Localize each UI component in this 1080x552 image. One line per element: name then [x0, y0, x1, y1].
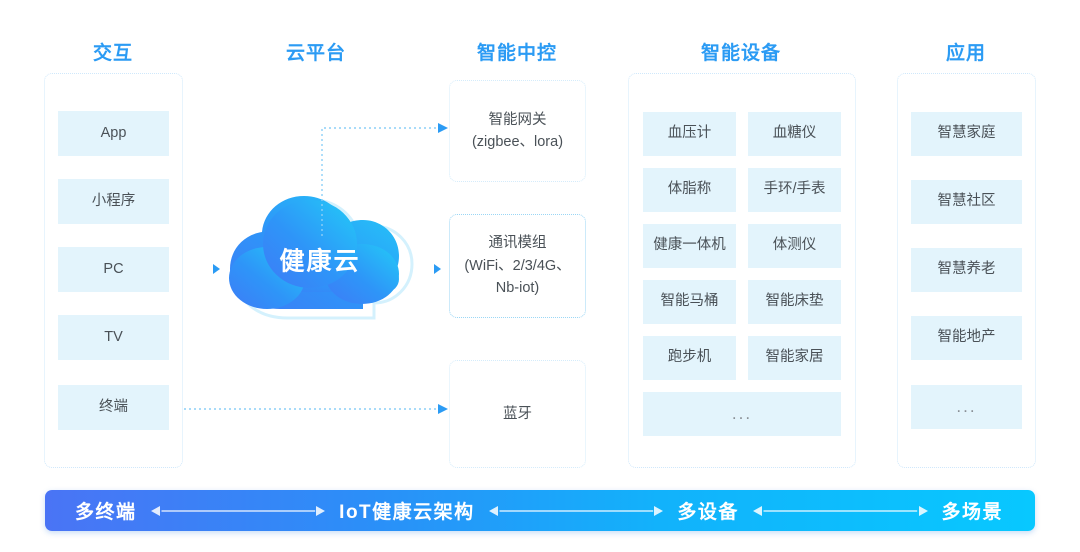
list-item[interactable]: 体测仪 [748, 224, 841, 268]
control-box-bluetooth[interactable]: 蓝牙 [449, 360, 586, 468]
list-item[interactable]: 健康一体机 [643, 224, 736, 268]
bar-label-multi-device: 多设备 [677, 502, 739, 523]
cloud-shape-icon [229, 196, 414, 320]
list-item[interactable]: App [58, 111, 169, 156]
bar-label-multi-scenario: 多场景 [941, 502, 1004, 523]
connector-cloud-to-gateway [320, 118, 450, 238]
list-item[interactable]: 智能马桶 [643, 280, 736, 324]
bar-label-iot-architecture: IoT健康云架构 [339, 502, 475, 523]
list-item[interactable]: 跑步机 [643, 336, 736, 380]
column-header-interaction: 交互 [92, 43, 134, 64]
list-item[interactable]: 小程序 [58, 179, 169, 224]
bar-arrow-2-icon [488, 504, 664, 518]
list-item[interactable]: 智慧社区 [911, 180, 1022, 224]
control-box-gateway-text: 智能网关 (zigbee、lora) [471, 111, 564, 150]
connector-terminal-to-bluetooth [184, 402, 450, 414]
list-item[interactable]: 智能地产 [911, 316, 1022, 360]
list-item[interactable]: 终端 [58, 385, 169, 430]
column-header-cloud-platform: 云平台 [285, 43, 347, 64]
column-header-applications: 应用 [945, 43, 987, 64]
bottom-summary-bar: 多终端 IoT健康云架构 多设备 [45, 490, 1035, 531]
list-item-more[interactable]: ... [911, 385, 1022, 429]
column-header-smart-devices: 智能设备 [700, 43, 782, 64]
bar-arrow-1-icon [150, 504, 326, 518]
list-item[interactable]: 智能床垫 [748, 280, 841, 324]
arrow-into-cloud-icon [213, 264, 220, 274]
control-box-comm-module[interactable]: 通讯模组 (WiFi、2/3/4G、 Nb-iot) [449, 214, 586, 318]
control-box-gateway[interactable]: 智能网关 (zigbee、lora) [449, 80, 586, 182]
list-item[interactable]: 血糖仪 [748, 112, 841, 156]
control-box-comm-module-text: 通讯模组 (WiFi、2/3/4G、 Nb-iot) [464, 235, 571, 297]
list-item[interactable]: 智慧家庭 [911, 112, 1022, 156]
control-box-bluetooth-text: 蓝牙 [503, 405, 532, 422]
list-item[interactable]: 智慧养老 [911, 248, 1022, 292]
bar-arrow-3-icon [752, 504, 928, 518]
list-item-more[interactable]: ... [643, 392, 841, 436]
list-item[interactable]: TV [58, 315, 169, 360]
arrow-cloud-to-module-icon [434, 264, 441, 274]
bar-label-multi-terminal: 多终端 [75, 502, 137, 523]
list-item[interactable]: 智能家居 [748, 336, 841, 380]
list-item[interactable]: 手环/手表 [748, 168, 841, 212]
column-header-smart-control: 智能中控 [476, 43, 558, 64]
list-item[interactable]: 体脂称 [643, 168, 736, 212]
list-item[interactable]: PC [58, 247, 169, 292]
list-item[interactable]: 血压计 [643, 112, 736, 156]
